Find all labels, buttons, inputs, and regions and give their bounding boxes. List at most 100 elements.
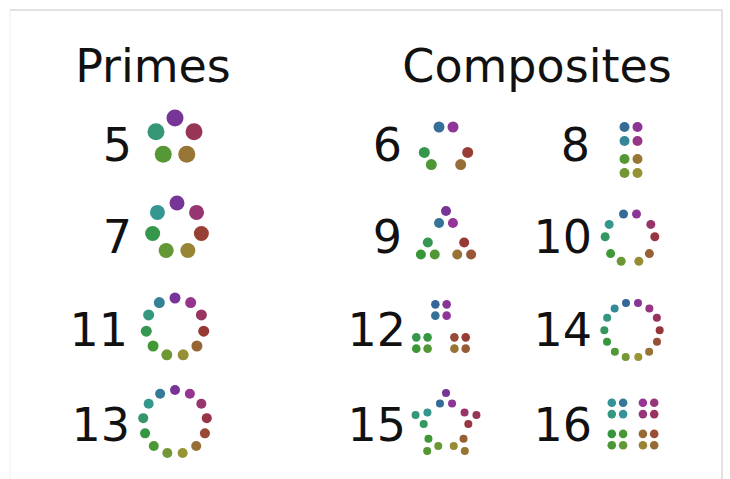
- factor-dot: [452, 250, 462, 260]
- factor-dot: [194, 226, 209, 241]
- factor-dot: [423, 409, 431, 417]
- factor-dot: [656, 326, 664, 334]
- factor-dot: [167, 110, 184, 127]
- factor-dot: [620, 136, 630, 146]
- number-label: 6: [373, 122, 402, 168]
- factor-dot: [419, 147, 430, 158]
- factor-dot: [162, 448, 172, 458]
- factor-dot: [423, 344, 432, 353]
- factor-dot: [472, 411, 480, 419]
- factor-dot: [605, 220, 614, 229]
- factor-dot: [632, 210, 641, 219]
- factor-dot: [150, 205, 165, 220]
- factor-dot: [639, 398, 648, 407]
- factor-dot: [185, 389, 195, 399]
- factor-dot: [611, 348, 619, 356]
- factor-dot: [464, 420, 472, 428]
- factor-dot: [619, 441, 628, 450]
- factor-dot: [461, 333, 470, 342]
- factor-dot: [460, 435, 468, 443]
- factor-dot: [622, 353, 630, 361]
- factor-dot: [426, 159, 437, 170]
- factor-dot: [607, 430, 616, 439]
- factor-dot: [441, 206, 451, 216]
- factor-dot: [461, 344, 470, 353]
- factor-dot: [448, 218, 458, 228]
- factor-dot: [161, 349, 172, 360]
- factor-dot: [448, 122, 459, 133]
- factor-dot: [650, 441, 659, 450]
- factor-dot: [138, 413, 148, 423]
- factor-dot: [619, 210, 628, 219]
- factor-dot: [442, 311, 451, 320]
- number-label: 13: [71, 402, 130, 448]
- frame-line: [10, 10, 722, 479]
- factor-dot: [180, 243, 195, 258]
- factor-dot: [423, 447, 431, 455]
- factor-dot: [434, 442, 442, 450]
- factor-dot: [645, 249, 654, 258]
- factor-dot: [196, 309, 207, 320]
- factor-dot: [140, 428, 150, 438]
- dot-patterns: [138, 110, 663, 459]
- number-label: 10: [533, 214, 592, 260]
- factor-dot: [633, 122, 643, 132]
- factor-dot: [186, 123, 203, 140]
- factor-dot: [420, 420, 428, 428]
- factor-dot: [431, 311, 440, 320]
- factor-dot: [619, 430, 628, 439]
- factor-dot: [645, 348, 653, 356]
- factor-dot: [442, 389, 450, 397]
- factor-dot: [650, 430, 659, 439]
- factor-dot: [450, 333, 459, 342]
- factor-dot: [170, 196, 185, 211]
- frame-line: [10, 10, 11, 479]
- factor-dot: [639, 430, 648, 439]
- factor-dot: [145, 226, 160, 241]
- factor-dot: [434, 122, 445, 133]
- factor-dot: [601, 232, 610, 241]
- factor-dot: [606, 249, 615, 258]
- number-label: 8: [561, 122, 590, 168]
- number-label: 9: [373, 214, 402, 260]
- number-label: 11: [69, 307, 128, 353]
- number-label: 14: [533, 307, 592, 353]
- factor-dot: [607, 441, 616, 450]
- factor-dot: [466, 250, 476, 260]
- column-heading: Primes: [75, 43, 231, 89]
- factor-dot: [412, 411, 420, 419]
- factor-dot: [149, 441, 159, 451]
- factor-dot: [191, 441, 201, 451]
- factor-dot: [416, 250, 426, 260]
- number-label: 7: [103, 214, 132, 260]
- factor-dot: [412, 333, 421, 342]
- factor-dot: [650, 232, 659, 241]
- factor-dot: [185, 297, 196, 308]
- factor-dot: [170, 293, 181, 304]
- factor-dot: [412, 344, 421, 353]
- number-label: 16: [533, 402, 592, 448]
- factor-dot: [634, 299, 642, 307]
- factor-dot: [170, 385, 180, 395]
- factor-dot: [619, 410, 628, 419]
- column-heading: Composites: [402, 43, 671, 89]
- factor-dot: [653, 338, 661, 346]
- factor-dot: [639, 441, 648, 450]
- factor-dot: [603, 338, 611, 346]
- factor-dot: [607, 398, 616, 407]
- factor-dot: [645, 304, 653, 312]
- factor-dot: [620, 122, 630, 132]
- factor-dot: [633, 154, 643, 164]
- factor-dot: [159, 243, 174, 258]
- factor-dot: [148, 340, 159, 351]
- factor-dot: [619, 398, 628, 407]
- factor-dot: [147, 123, 164, 140]
- factor-dot: [455, 159, 466, 170]
- factor-dot: [622, 299, 630, 307]
- factor-dot: [448, 400, 456, 408]
- factor-dot: [611, 304, 619, 312]
- factor-dot: [653, 314, 661, 322]
- factor-dot: [202, 413, 212, 423]
- factor-dot: [450, 344, 459, 353]
- factor-dot: [196, 399, 206, 409]
